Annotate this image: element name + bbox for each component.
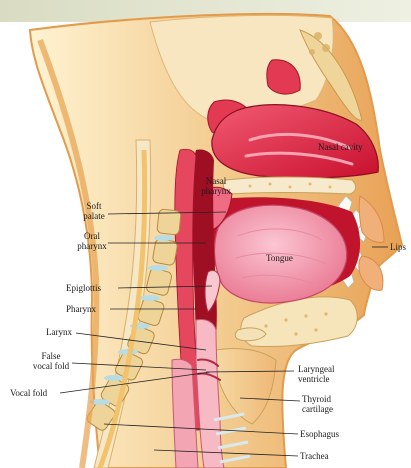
label-larynx: Larynx xyxy=(46,327,72,337)
label-tongue: Tongue xyxy=(266,253,293,263)
label-lips: Lips xyxy=(390,242,406,252)
label-oral-pharynx: Oral pharynx xyxy=(70,231,114,251)
label-pharynx: Pharynx xyxy=(66,304,96,314)
label-epiglottis: Epiglottis xyxy=(66,283,101,293)
label-esophagus: Esophagus xyxy=(300,429,339,439)
label-nasal-cavity: Nasal cavity xyxy=(318,142,363,152)
label-trachea: Trachea xyxy=(300,451,329,461)
label-laryngeal-ventricle: Laryngeal ventricle xyxy=(298,364,334,384)
label-thyroid-cartilage: Thyroid cartilage xyxy=(302,394,333,414)
label-nasal-pharynx: Nasal pharynx xyxy=(196,176,236,196)
label-false-vocal-fold: False vocal fold xyxy=(26,351,76,371)
hard-palate xyxy=(223,177,355,194)
label-vocal-fold: Vocal fold xyxy=(10,388,47,398)
label-soft-palate: Soft palate xyxy=(74,201,114,221)
